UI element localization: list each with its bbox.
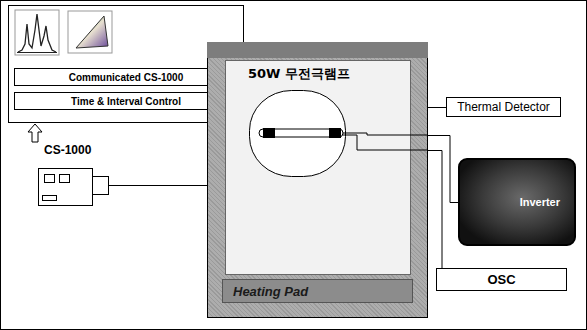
software-box: Time & Interval Control xyxy=(14,92,238,110)
node-text: Communicated CS-1000 xyxy=(69,72,183,83)
node-text: OSC xyxy=(487,272,515,287)
node-text: Inverter xyxy=(520,196,560,208)
sensor-box: Thermal Detector xyxy=(446,97,561,117)
node-text: Heating Pad xyxy=(233,284,308,299)
wire xyxy=(428,136,458,203)
software-box: Communicated CS-1000 xyxy=(14,68,238,86)
device-label: CS-1000 xyxy=(44,143,91,157)
heating-pad: Heating Pad xyxy=(222,279,413,303)
test-chamber: 50W 무전극램프 Heating Pad xyxy=(207,42,428,318)
node-text: Thermal Detector xyxy=(457,100,550,114)
inverter-device: Inverter xyxy=(458,158,576,246)
node-text: 50W 무전극램프 xyxy=(248,65,427,83)
oscilloscope-box: OSC xyxy=(436,268,567,291)
camera-icon xyxy=(39,169,208,206)
wire xyxy=(428,107,446,108)
node-text: Time & Interval Control xyxy=(71,96,181,107)
wire xyxy=(428,151,442,269)
chromaticity-icon xyxy=(68,11,112,53)
spectrum-icon xyxy=(15,10,59,55)
up-arrow xyxy=(28,124,42,142)
chamber-interior xyxy=(207,42,428,318)
